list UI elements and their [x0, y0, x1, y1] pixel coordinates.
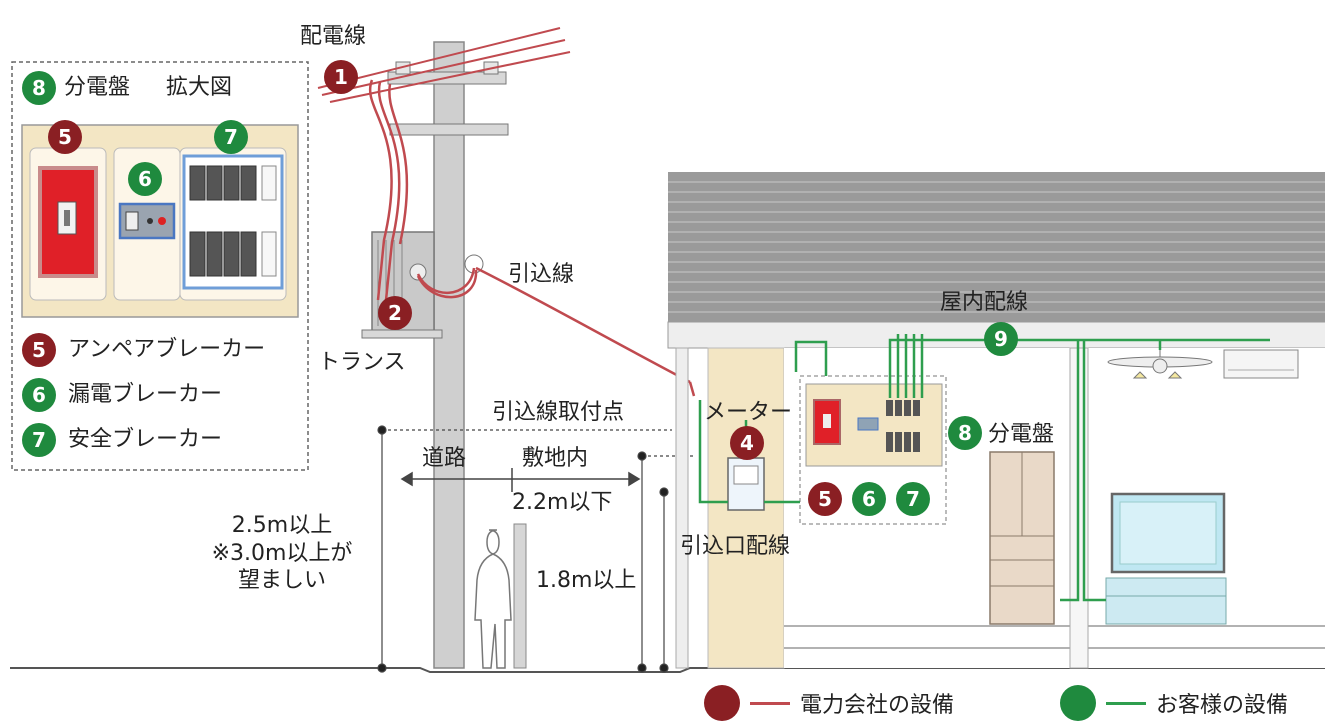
legend-company-line — [750, 701, 790, 705]
marker-4-meter: 4 — [730, 426, 764, 460]
pole-crossarm-lower — [389, 123, 509, 136]
ceiling-fan — [1107, 348, 1213, 379]
legend-customer-label: お客様の設備 — [1156, 693, 1289, 718]
marker-2-transformer: 2 — [378, 296, 412, 330]
height-premises-label: 2.2m以下 — [512, 490, 613, 515]
air-conditioner — [1223, 349, 1299, 379]
legend-company-dot — [704, 685, 740, 721]
tv-stand — [1105, 577, 1227, 625]
height-road-line1: 2.5m以上 — [231, 513, 333, 538]
marker-5-board: 5 — [808, 482, 842, 516]
attachment-point-label: 引込線取付点 — [492, 400, 625, 425]
service-entrance-label: 引込口配線 — [680, 534, 791, 559]
marker-1-distribution-line: 1 — [324, 60, 358, 94]
marker-9-indoor-wiring: 9 — [984, 322, 1018, 356]
legend-customer-dot — [1060, 685, 1096, 721]
height-meter-label: 1.8m以上 — [536, 568, 637, 593]
legend-company: 電力会社の設備 — [704, 685, 954, 721]
service-drop-label: 引込線 — [508, 262, 575, 287]
height-road-note: 2.5m以上 ※3.0m以上が 望ましい — [190, 512, 374, 595]
height-road-line3: 望ましい — [237, 568, 326, 593]
indoor-wiring-label: 屋内配線 — [940, 290, 1029, 315]
person-silhouette — [474, 529, 512, 669]
refrigerator — [989, 451, 1055, 625]
distribution-line-label: 配電線 — [300, 24, 367, 49]
inset-item-label-7: 安全ブレーカー — [68, 427, 223, 452]
inset-title: 分電盤 — [64, 75, 131, 100]
inset-badge-5: 5 — [48, 120, 82, 154]
marker-7-board: 7 — [896, 482, 930, 516]
inset-item-badge-7: 7 — [22, 423, 56, 457]
inset-title-badge: 8 — [22, 71, 56, 105]
premises-label: 敷地内 — [522, 446, 589, 471]
legend-customer-line — [1106, 701, 1146, 705]
marker-8-board: 8 — [948, 416, 982, 450]
legend-company-label: 電力会社の設備 — [800, 693, 955, 718]
inset-item-badge-6: 6 — [22, 378, 56, 412]
marker-6-board: 6 — [852, 482, 886, 516]
boundary-post — [513, 523, 527, 669]
legend-customer: お客様の設備 — [1060, 685, 1288, 721]
inset-badge-7: 7 — [214, 120, 248, 154]
road-label: 道路 — [422, 446, 467, 471]
inset-badge-6: 6 — [128, 162, 162, 196]
transformer-label: トランス — [318, 350, 406, 375]
utility-pole — [433, 41, 465, 669]
inset-item-label-5: アンペアブレーカー — [68, 337, 266, 362]
inset-item-label-6: 漏電ブレーカー — [68, 382, 223, 407]
inset-item-badge-5: 5 — [22, 333, 56, 367]
height-road-line2: ※3.0m以上が — [211, 540, 353, 566]
meter-label: メーター — [704, 400, 793, 425]
inset-title-suffix: 拡大図 — [166, 75, 233, 100]
distribution-board-label: 分電盤 — [988, 422, 1055, 447]
